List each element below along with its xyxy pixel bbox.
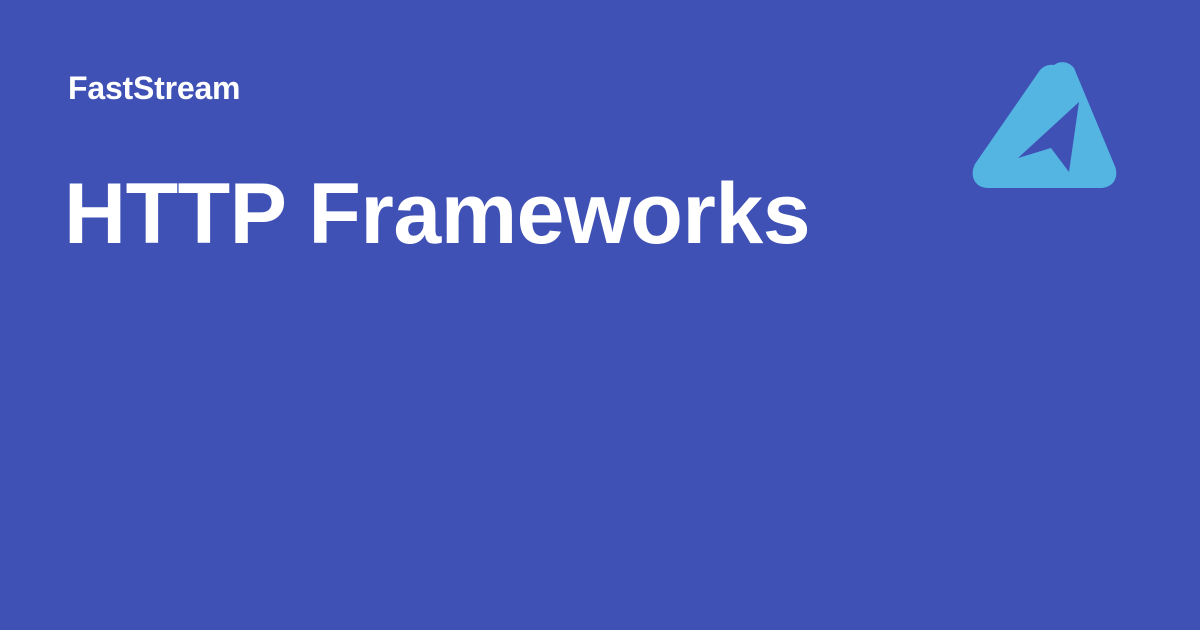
logo-triangle [972, 62, 1117, 189]
faststream-logo-icon [968, 56, 1120, 196]
page-title: HTTP Frameworks [64, 166, 811, 262]
logo-svg [972, 62, 1117, 189]
site-name: FastStream [68, 70, 241, 106]
